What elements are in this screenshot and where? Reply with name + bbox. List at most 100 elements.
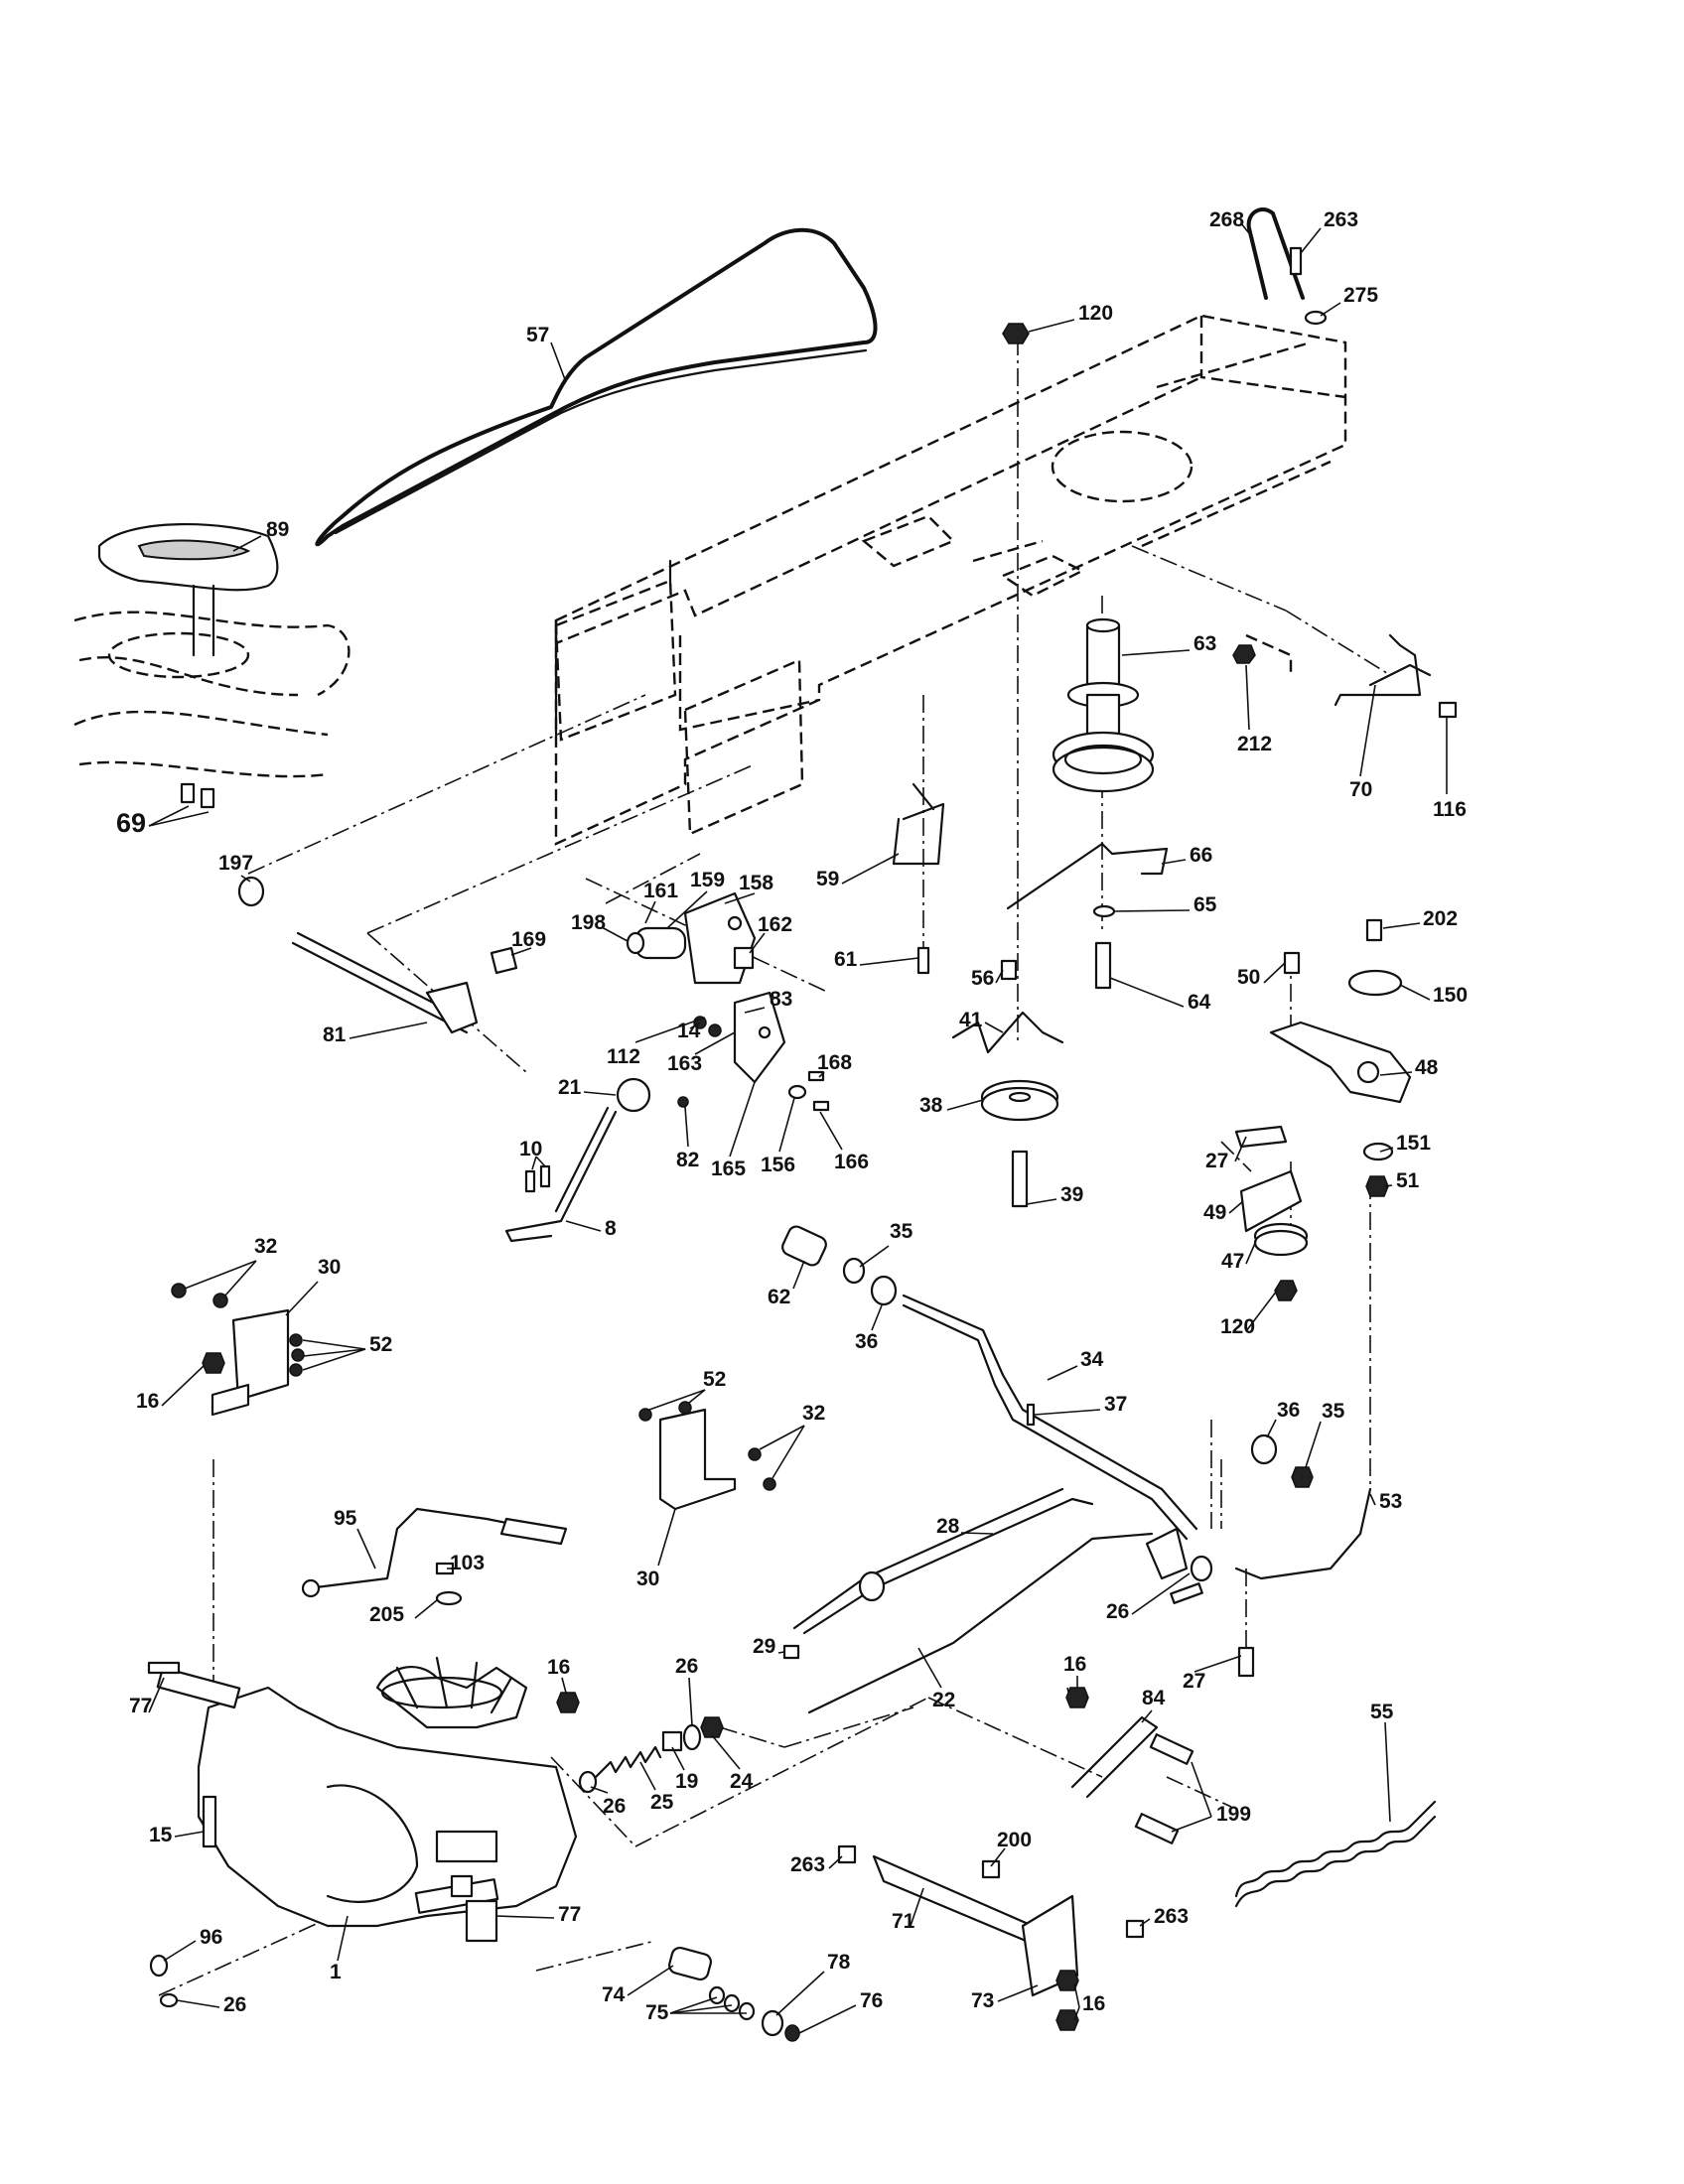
part-label-52a: 52 bbox=[369, 1333, 392, 1356]
part-label-26a: 26 bbox=[1106, 1600, 1129, 1623]
part-label-69: 69 bbox=[116, 808, 146, 838]
part-label-25: 25 bbox=[650, 1791, 674, 1814]
part-label-263a: 263 bbox=[1324, 208, 1358, 231]
washer-36 bbox=[1250, 1433, 1278, 1465]
part-label-8: 8 bbox=[605, 1217, 617, 1240]
part-label-64: 64 bbox=[1188, 991, 1211, 1014]
part-label-34: 34 bbox=[1080, 1348, 1104, 1371]
idler-arm-assembly bbox=[1234, 918, 1412, 1301]
part-label-212: 212 bbox=[1237, 733, 1272, 755]
part-label-205: 205 bbox=[369, 1603, 404, 1626]
part-label-161: 161 bbox=[643, 880, 678, 902]
part-label-47: 47 bbox=[1221, 1250, 1244, 1273]
part-label-202: 202 bbox=[1423, 907, 1458, 930]
pulley-38 bbox=[980, 1079, 1059, 1208]
part-label-59: 59 bbox=[816, 868, 839, 890]
part-label-199: 199 bbox=[1216, 1803, 1251, 1826]
part-label-55: 55 bbox=[1370, 1701, 1394, 1723]
part-label-263c: 263 bbox=[1154, 1905, 1189, 1928]
part-label-169: 169 bbox=[511, 928, 546, 951]
part-label-158: 158 bbox=[739, 872, 773, 894]
part-label-96: 96 bbox=[200, 1926, 222, 1949]
part-label-15: 15 bbox=[149, 1824, 173, 1846]
part-label-16d: 16 bbox=[1082, 1992, 1105, 2015]
part-label-27b: 27 bbox=[1183, 1670, 1205, 1693]
rod-53 bbox=[1234, 1487, 1372, 1580]
part-label-36b: 36 bbox=[1277, 1399, 1300, 1422]
left-mount-bracket bbox=[171, 1283, 305, 1417]
part-label-168: 168 bbox=[817, 1051, 852, 1074]
part-label-24: 24 bbox=[730, 1770, 754, 1793]
part-label-197: 197 bbox=[218, 852, 253, 875]
part-label-263b: 263 bbox=[790, 1853, 825, 1876]
part-label-37: 37 bbox=[1104, 1393, 1127, 1416]
part-label-26b: 26 bbox=[675, 1655, 698, 1678]
part-label-35a: 35 bbox=[890, 1220, 913, 1243]
bolts-69 bbox=[148, 782, 215, 827]
part-label-27a: 27 bbox=[1205, 1150, 1228, 1172]
clip-169 bbox=[490, 946, 518, 975]
part-label-36a: 36 bbox=[855, 1330, 878, 1353]
part-label-89: 89 bbox=[266, 518, 289, 541]
part-label-16a: 16 bbox=[136, 1390, 159, 1413]
nut-120 bbox=[1002, 323, 1030, 344]
axle-hardware bbox=[668, 1946, 800, 2042]
nut-35 bbox=[1291, 1466, 1314, 1488]
part-label-65: 65 bbox=[1193, 893, 1217, 916]
springs-and-bolts-center bbox=[892, 782, 1169, 1054]
part-label-76: 76 bbox=[860, 1989, 883, 2012]
part-label-120b: 120 bbox=[1220, 1315, 1255, 1338]
part-label-112: 112 bbox=[607, 1045, 640, 1068]
part-label-57: 57 bbox=[526, 324, 549, 346]
part-label-82: 82 bbox=[676, 1149, 699, 1171]
part-label-73: 73 bbox=[971, 1989, 994, 2012]
part-label-198: 198 bbox=[571, 911, 606, 934]
part-label-162: 162 bbox=[758, 913, 792, 936]
part-label-103: 103 bbox=[450, 1552, 485, 1574]
part-label-77b: 77 bbox=[558, 1903, 581, 1926]
knob-21 bbox=[616, 1077, 651, 1113]
shaft-81 bbox=[237, 876, 479, 1034]
part-label-19: 19 bbox=[675, 1770, 698, 1793]
part-label-120a: 120 bbox=[1078, 302, 1113, 325]
part-label-1: 1 bbox=[330, 1961, 342, 1983]
part-label-52b: 52 bbox=[703, 1368, 726, 1391]
part-label-200: 200 bbox=[997, 1829, 1032, 1851]
spring-bracket-70 bbox=[1333, 633, 1458, 719]
part-label-84: 84 bbox=[1142, 1687, 1166, 1709]
part-label-32a: 32 bbox=[254, 1235, 277, 1258]
pedal-pad bbox=[97, 523, 279, 657]
part-label-28: 28 bbox=[936, 1515, 960, 1538]
idler-pulley-assembly bbox=[1052, 617, 1155, 793]
center-mount-bracket bbox=[638, 1401, 776, 1511]
part-label-63: 63 bbox=[1193, 632, 1216, 655]
drive-belt bbox=[315, 227, 878, 547]
shaft-34 bbox=[781, 1225, 1198, 1541]
spring-assembly-25 bbox=[578, 1716, 724, 1794]
lever-8 bbox=[504, 1106, 618, 1243]
part-label-35b: 35 bbox=[1322, 1400, 1345, 1423]
part-label-29: 29 bbox=[753, 1635, 775, 1658]
part-label-159: 159 bbox=[690, 869, 725, 891]
part-label-48: 48 bbox=[1415, 1056, 1439, 1079]
part-label-61: 61 bbox=[834, 948, 858, 971]
part-label-151: 151 bbox=[1396, 1132, 1431, 1155]
nut-212 bbox=[1232, 644, 1256, 664]
part-label-10: 10 bbox=[519, 1138, 542, 1160]
part-label-30a: 30 bbox=[318, 1256, 341, 1279]
part-label-32b: 32 bbox=[802, 1402, 825, 1425]
transaxle-assembly bbox=[147, 1656, 580, 2008]
part-label-66: 66 bbox=[1190, 844, 1212, 867]
part-label-275: 275 bbox=[1343, 284, 1378, 307]
part-label-75: 75 bbox=[645, 2001, 669, 2024]
frame-outline bbox=[73, 314, 1347, 846]
part-label-50: 50 bbox=[1237, 966, 1260, 989]
linkage-rods bbox=[782, 1487, 1255, 1714]
part-label-41: 41 bbox=[959, 1009, 983, 1031]
part-label-81: 81 bbox=[323, 1024, 347, 1046]
part-label-71: 71 bbox=[892, 1910, 915, 1933]
part-label-49: 49 bbox=[1203, 1201, 1226, 1224]
brake-bracket-assembly bbox=[626, 891, 830, 1112]
